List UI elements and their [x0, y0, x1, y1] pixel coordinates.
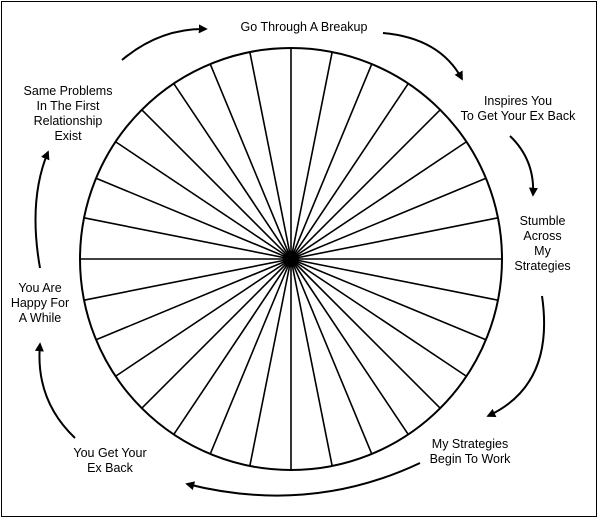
step-5-label: You Get Your Ex Back — [73, 446, 147, 475]
step-6-label: You Are Happy For A While — [10, 281, 70, 325]
step-4-label: My Strategies Begin To Work — [429, 437, 511, 466]
wheel-spoke — [290, 141, 467, 260]
wheel-spoke — [141, 109, 292, 260]
wheel-spoke — [141, 258, 292, 409]
wheel-spoke — [290, 258, 373, 455]
arrow-step-6-to-7 — [34, 150, 50, 269]
wheel-spoke — [249, 258, 292, 467]
wheel-spoke — [115, 258, 292, 377]
step-7-label: Same Problems In The First Relationship … — [23, 84, 113, 143]
wheel-spoke — [290, 258, 441, 409]
wheel-spoke — [173, 83, 292, 260]
wheel-spoke — [290, 51, 333, 260]
wheel-spoke — [290, 83, 409, 260]
wheel-spoke — [83, 217, 292, 260]
arrow-step-4-to-5 — [185, 462, 421, 497]
wheel-spoke — [115, 141, 292, 260]
wheel-spoke — [95, 177, 292, 260]
wheel-spoke — [290, 258, 467, 377]
wheel-spoke — [83, 258, 292, 301]
cycle-arrows — [34, 24, 546, 497]
arrow-step-1-to-2 — [382, 32, 463, 81]
wheel-spoke — [290, 217, 499, 260]
wheel-spoke — [290, 258, 499, 301]
step-3-label: Stumble Across My Strategies — [514, 214, 571, 273]
step-1-label: Go Through A Breakup — [240, 20, 368, 34]
arrow-step-7-to-1 — [121, 24, 208, 61]
wheel-spoke — [249, 51, 292, 260]
wheel-spoke — [290, 258, 333, 467]
wheel-spoke — [290, 258, 409, 435]
wheel-spoke — [209, 63, 292, 260]
spoked-wheel — [79, 47, 503, 471]
arrow-step-5-to-6 — [34, 342, 76, 439]
wheel-spoke — [173, 258, 292, 435]
wheel-spoke — [290, 63, 373, 260]
arrow-step-3-to-4 — [486, 295, 546, 418]
wheel-hub — [283, 251, 299, 267]
arrow-step-2-to-3 — [509, 135, 538, 197]
wheel-spoke — [290, 109, 441, 260]
wheel-spokes — [80, 48, 502, 470]
wheel-spoke — [290, 177, 487, 260]
wheel-spoke — [290, 258, 487, 341]
wheel-spoke — [209, 258, 292, 455]
wheel-spoke — [95, 258, 292, 341]
step-2-label: Inspires You To Get Your Ex Back — [460, 94, 576, 123]
